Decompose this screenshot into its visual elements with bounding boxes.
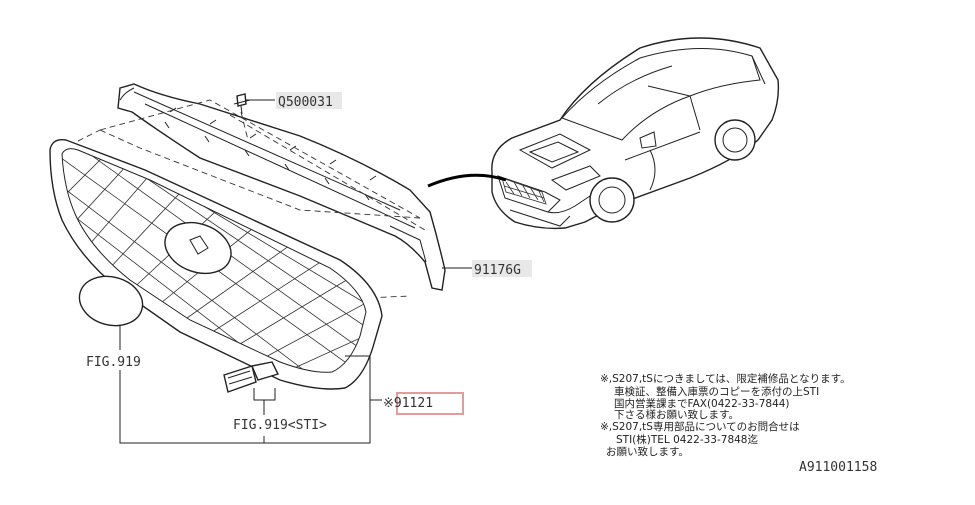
note-line-7: お願い致します。	[606, 445, 689, 458]
clip-label-text: Q500031	[278, 95, 333, 110]
front-grille-part	[49, 139, 383, 390]
part-label-emblem-sti[interactable]: FIG.919<STI>	[233, 418, 327, 433]
grille-highlight-box	[396, 392, 464, 415]
grille-label-text: ※91121	[383, 396, 433, 411]
note-line-1: ※,S207,tSにつきましては、限定補修品となります。	[600, 372, 851, 385]
note-line-6: STI(株)TEL 0422-33-7848迄	[616, 433, 758, 446]
front-emblem-part	[78, 275, 144, 327]
part-label-clip[interactable]: Q500031	[276, 92, 342, 110]
note-line-2: 車検証、整備入庫票のコピーを添付の上STI	[614, 385, 819, 398]
part-label-grille[interactable]: ※91121	[383, 392, 464, 415]
note-line-3: 国内営業課までFAX(0422-33-7844)	[614, 397, 790, 410]
part-label-upper-panel[interactable]: 91176G	[472, 260, 532, 278]
vehicle-illustration	[427, 37, 780, 230]
note-line-4: 下さる様お願い致します。	[614, 408, 739, 421]
clip-fastener	[233, 93, 251, 115]
leader-lines	[119, 99, 472, 444]
note-line-5: ※,S207,tS専用部品についてのお問合せは	[600, 420, 800, 433]
part-label-emblem-front[interactable]: FIG.919	[86, 355, 141, 370]
emblem-sti-label-text: FIG.919<STI>	[233, 418, 327, 433]
emblem-front-label-text: FIG.919	[86, 355, 141, 370]
upper-panel-label-text: 91176G	[474, 263, 521, 278]
vehicle-grille-highlight	[501, 177, 547, 205]
sti-emblem-part	[223, 361, 279, 393]
notes-block: ※,S207,tSにつきましては、限定補修品となります。 車検証、整備入庫票のコ…	[600, 372, 851, 458]
diagram-code: A911001158	[799, 460, 877, 475]
